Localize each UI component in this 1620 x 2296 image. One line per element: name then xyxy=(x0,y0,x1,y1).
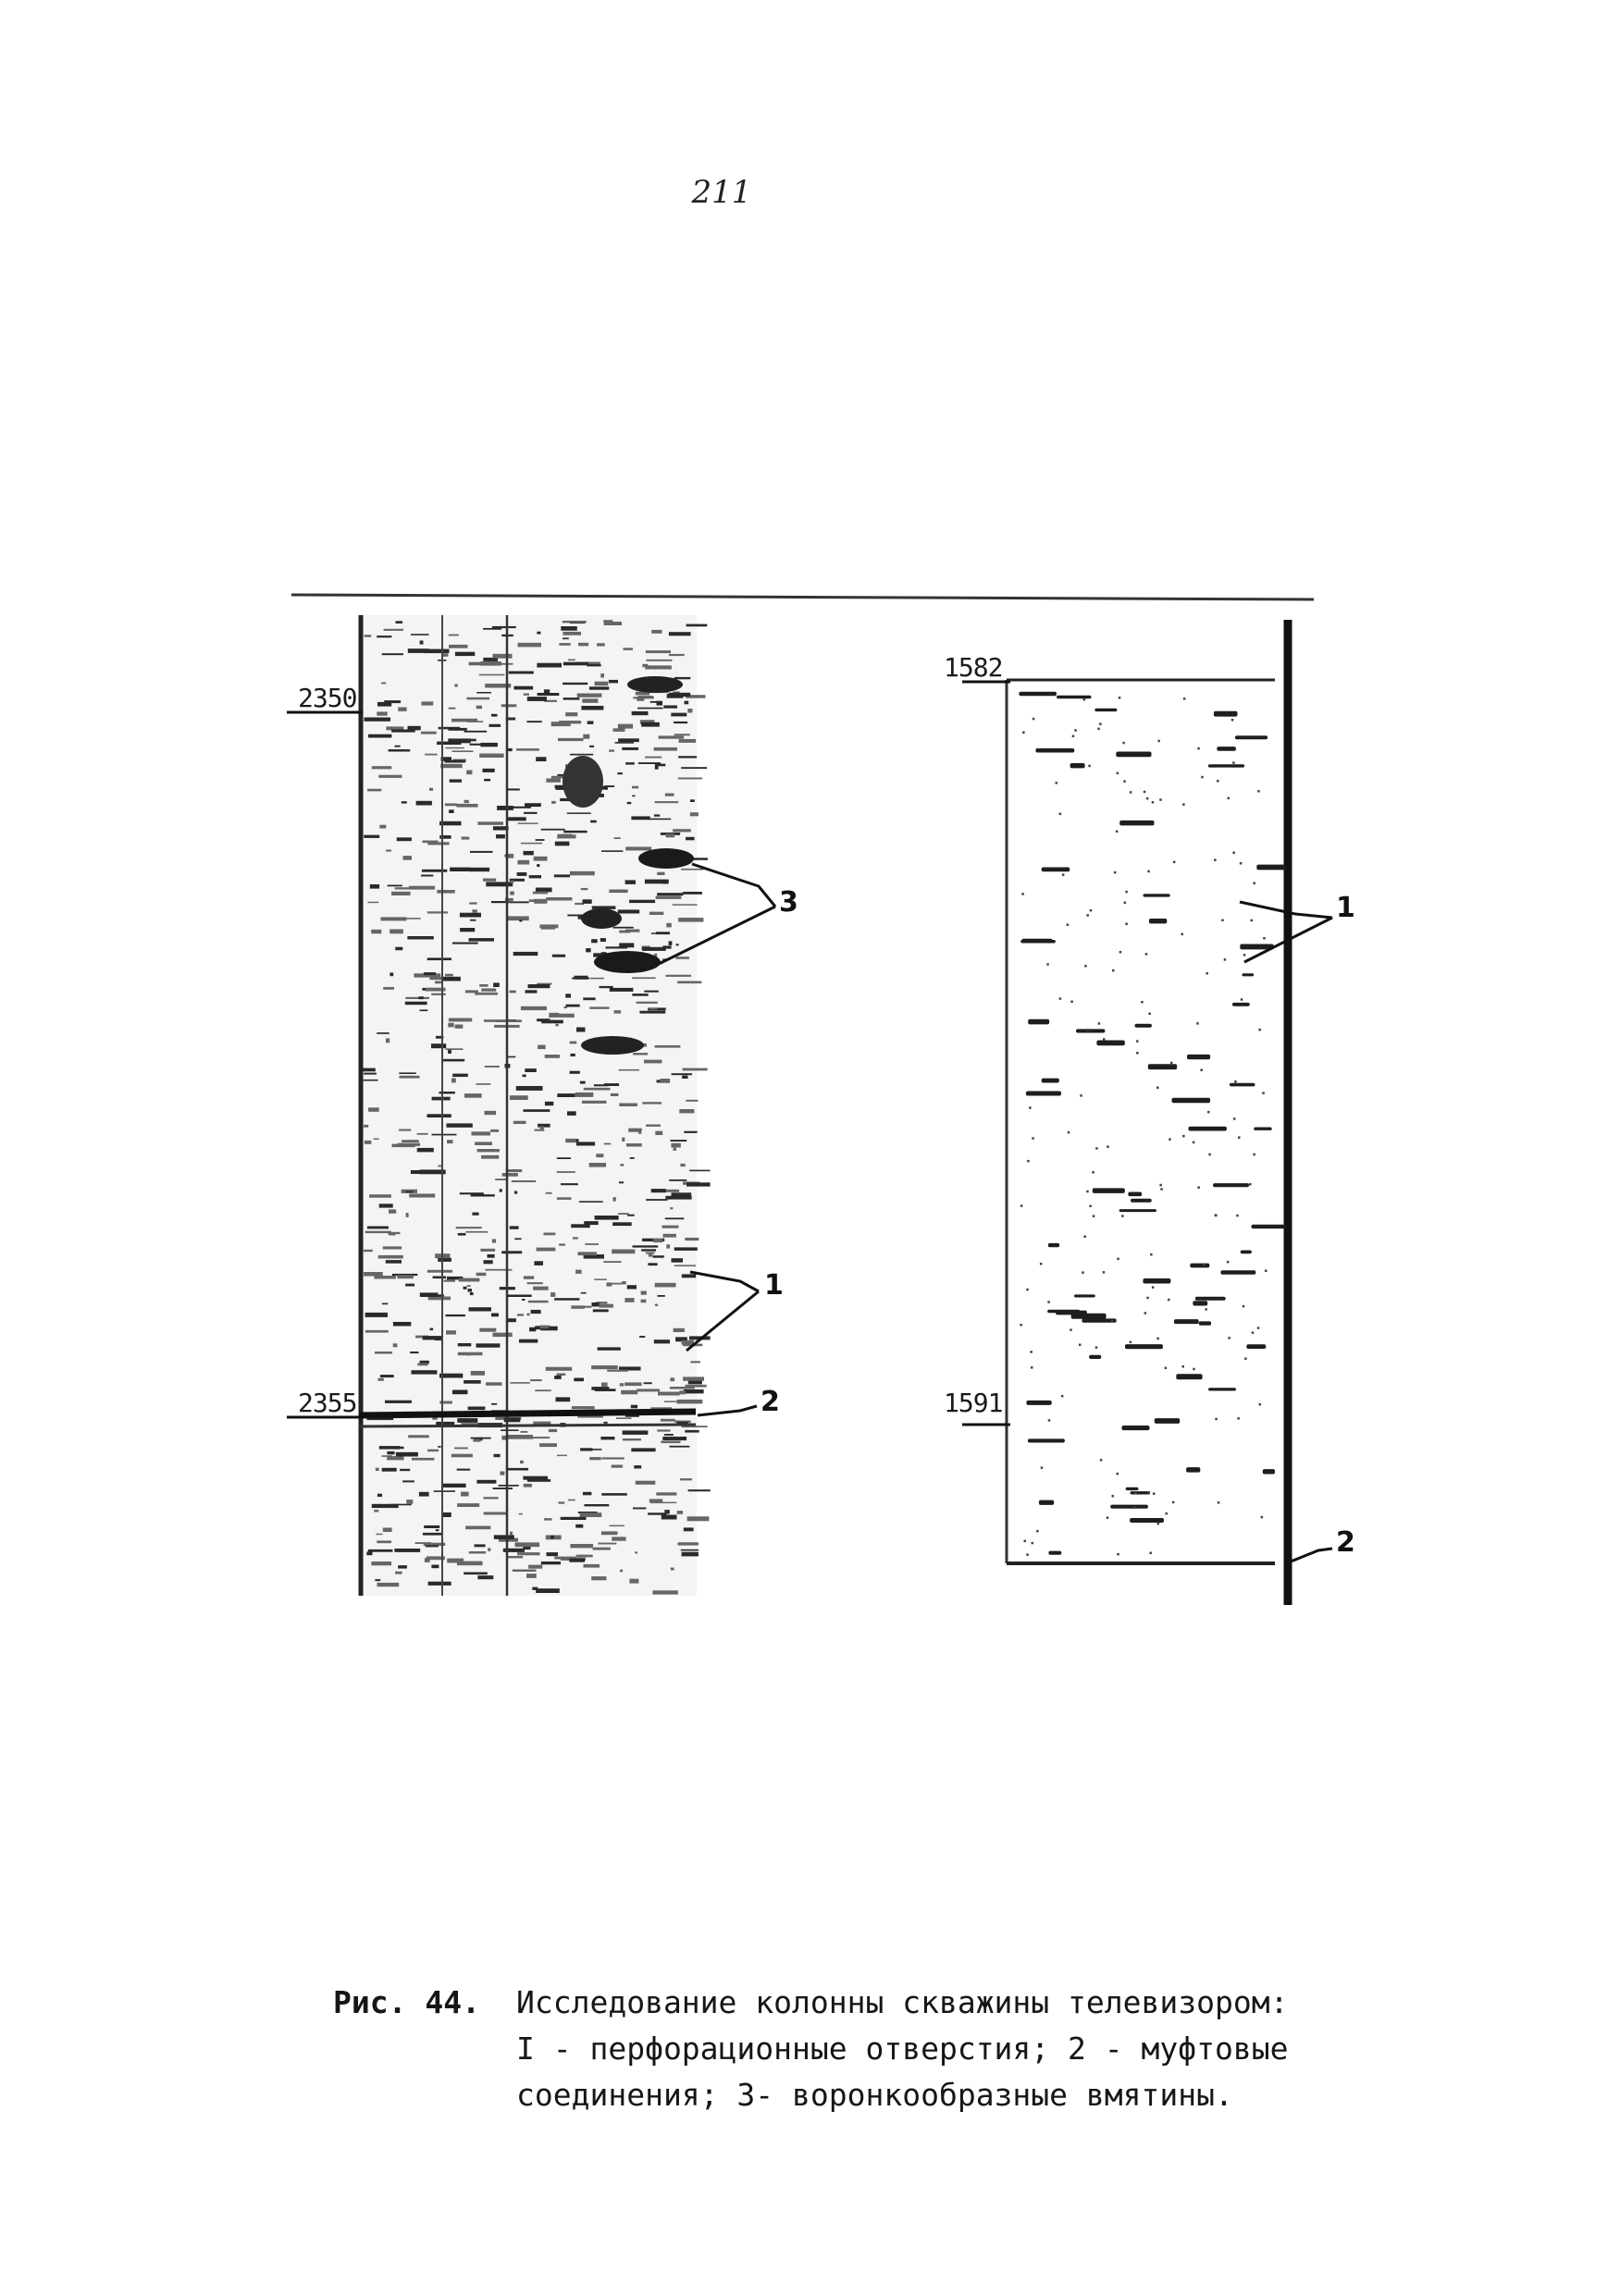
callout-2-left: 2 xyxy=(761,1386,780,1418)
caption-title: Исследование колонны скважины телевизоро… xyxy=(516,1984,1289,2020)
caption-line-2: I - перфорационные отверстия; 2 - муфтов… xyxy=(516,2031,1289,2067)
dent-marker xyxy=(638,848,694,869)
top-rule xyxy=(291,593,1315,601)
coupling-line-left xyxy=(358,1408,697,1419)
dent-marker xyxy=(594,951,661,973)
right-log-image xyxy=(962,620,1333,1605)
depth-label-left-top: 2350 xyxy=(298,683,357,713)
left-log-image xyxy=(287,615,777,1596)
depth-label-right-bottom: 1591 xyxy=(944,1388,1003,1418)
right-log-texture xyxy=(1019,691,1287,1556)
caption-label: Рис. 44. xyxy=(333,1984,480,2020)
callout-1-left: 1 xyxy=(764,1269,784,1302)
depth-label-right-top: 1582 xyxy=(944,652,1003,683)
caption-line-1: Рис. 44. Исследование колонны скважины те… xyxy=(333,1980,1305,2026)
depth-label-left-bottom: 2355 xyxy=(298,1388,357,1418)
dent-marker xyxy=(581,908,622,929)
callout-2-right: 2 xyxy=(1336,1526,1355,1559)
callout-1-right: 1 xyxy=(1336,892,1355,924)
page-number: 211 xyxy=(691,174,752,211)
left-log-texture xyxy=(363,620,711,1595)
figure-caption: Рис. 44. Исследование колонны скважины те… xyxy=(333,1980,1305,2118)
caption-line-3: соединения; 3- воронкообразные вмятины. xyxy=(516,2077,1233,2113)
callout-3-left: 3 xyxy=(779,886,798,919)
